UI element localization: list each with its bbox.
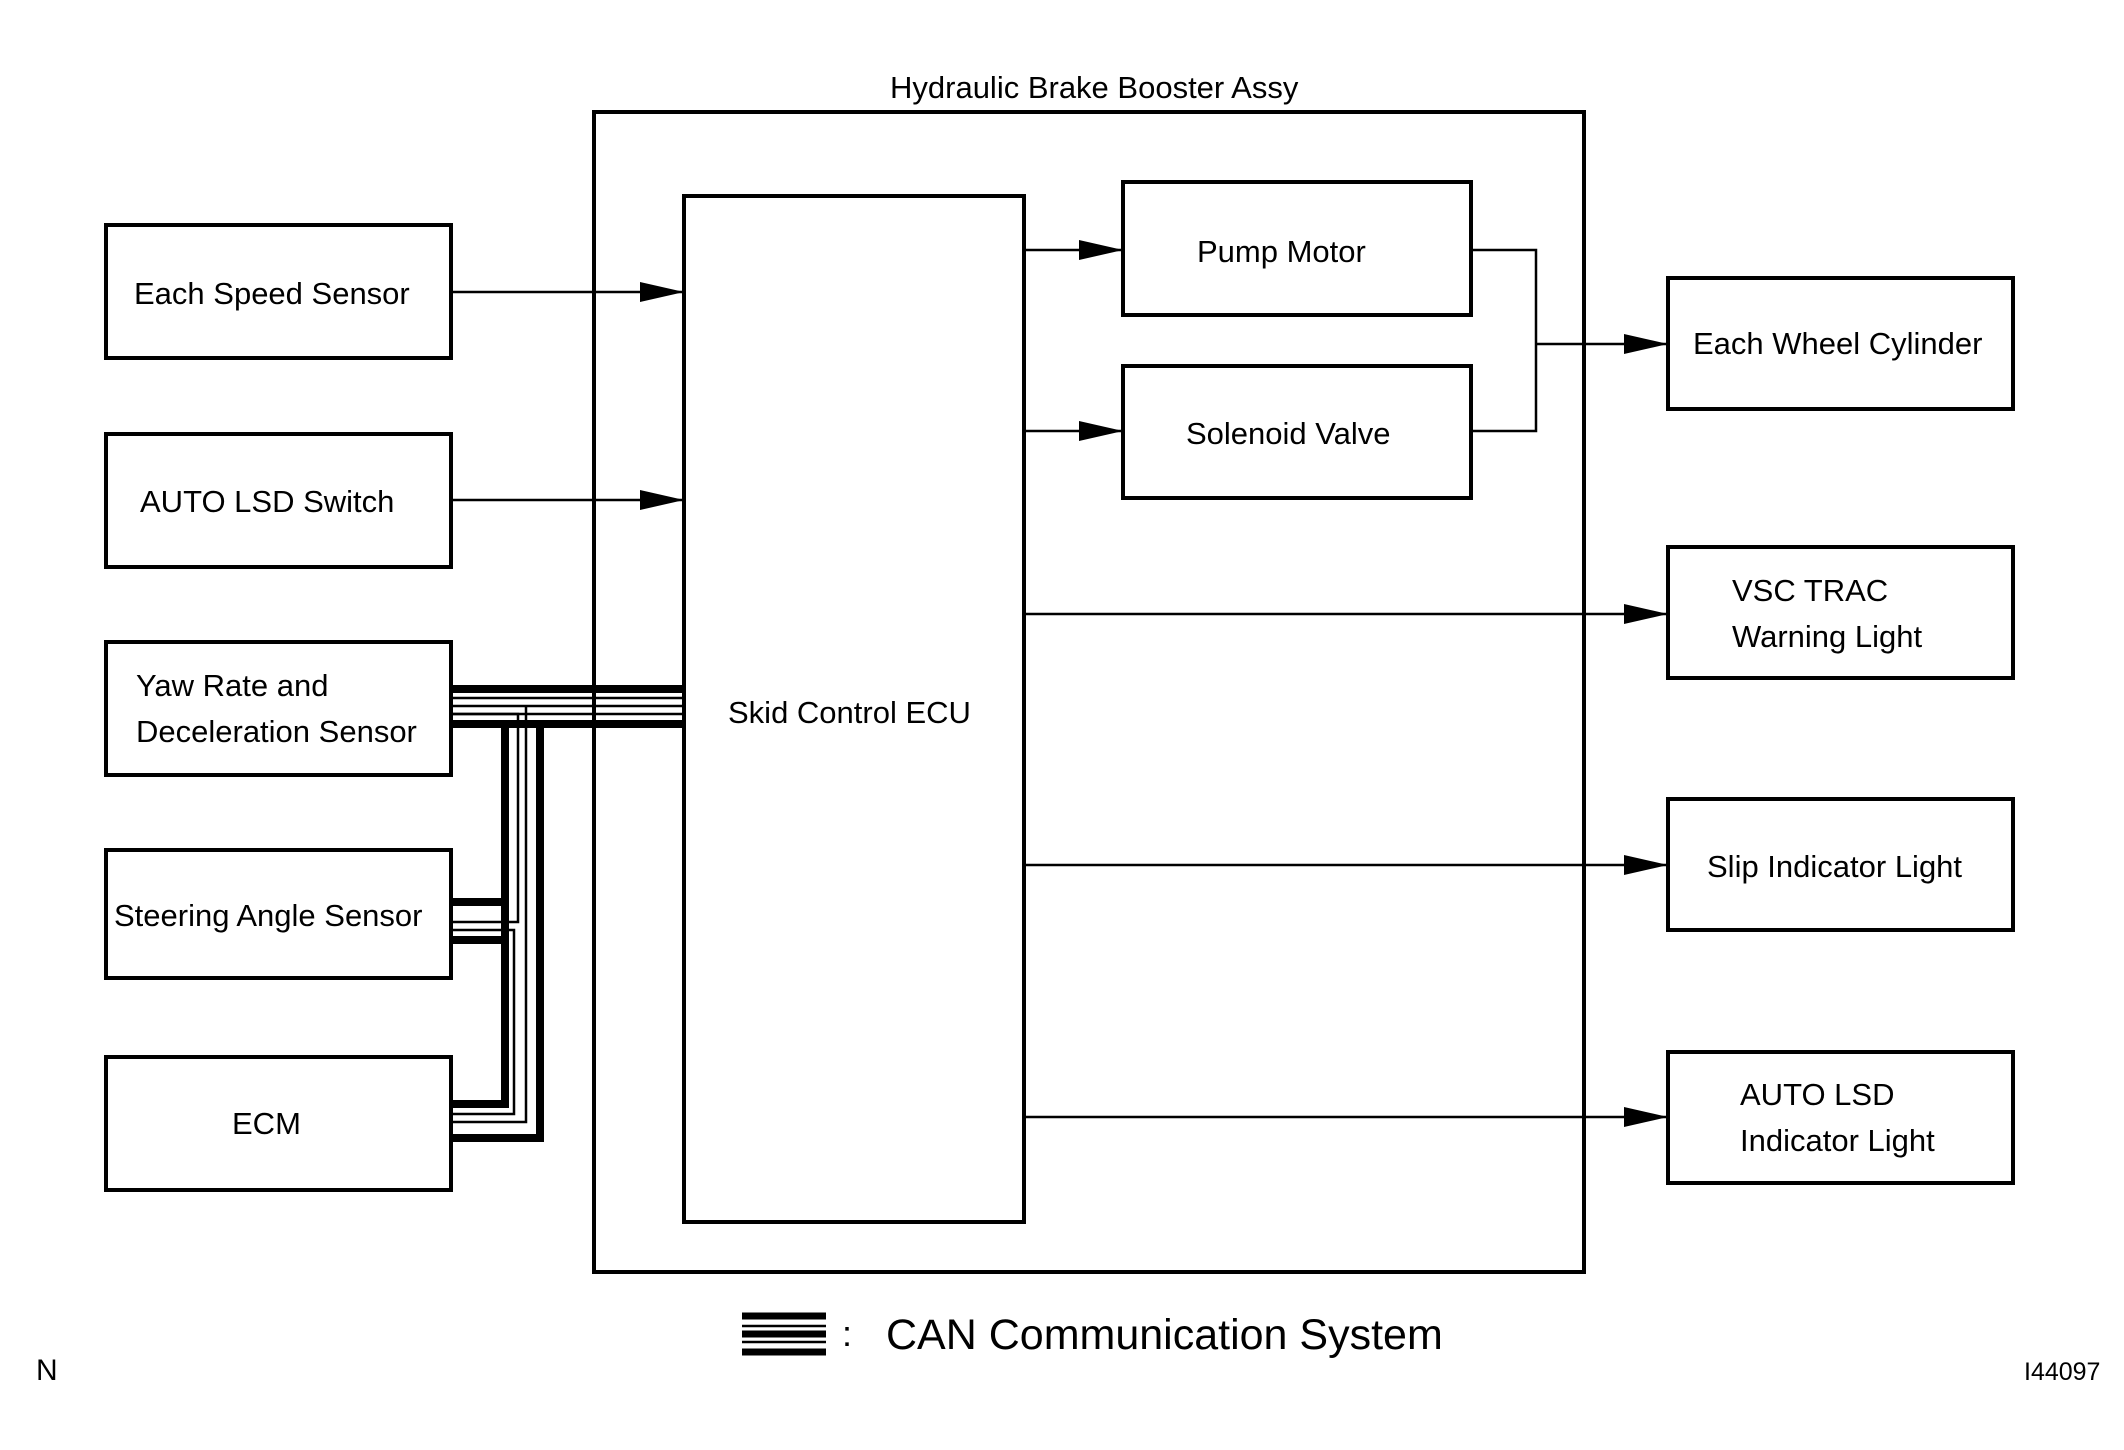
- auto-lsd-indicator-light-label: AUTO LSD Indicator Light: [1740, 1072, 1935, 1164]
- corner-mark-left: N: [36, 1354, 58, 1387]
- yaw-rate-sensor-line-2: Deceleration Sensor: [136, 714, 417, 749]
- steering-angle-sensor-label: Steering Angle Sensor: [114, 898, 423, 933]
- auto-lsd-switch-label: AUTO LSD Switch: [140, 484, 395, 519]
- vsc-trac-line-2: Warning Light: [1732, 619, 1923, 654]
- can-legend-symbol: [742, 1312, 826, 1356]
- pump-motor-label: Pump Motor: [1197, 234, 1366, 269]
- vsc-trac-warning-light-label: VSC TRAC Warning Light: [1732, 568, 1922, 660]
- steering-angle-sensor-box: [104, 848, 453, 980]
- legend-colon: :: [842, 1313, 853, 1354]
- vsc-trac-line-1: VSC TRAC: [1732, 573, 1889, 608]
- ecm-box: [104, 1055, 453, 1192]
- slip-indicator-light-label: Slip Indicator Light: [1707, 849, 1963, 884]
- skid-control-ecu-label: Skid Control ECU: [728, 695, 971, 730]
- hydraulic-brake-booster-assy-frame: [592, 110, 1586, 1274]
- auto-lsd-indicator-line-2: Indicator Light: [1740, 1123, 1935, 1158]
- can-bus-lines: [451, 685, 684, 1142]
- yaw-rate-sensor-box: [104, 640, 453, 777]
- skid-control-ecu-box: [682, 194, 1026, 1224]
- auto-lsd-indicator-line-1: AUTO LSD: [1740, 1077, 1895, 1112]
- pump-motor-box: [1121, 180, 1473, 317]
- each-speed-sensor-label: Each Speed Sensor: [134, 276, 410, 311]
- yaw-rate-sensor-label: Yaw Rate and Deceleration Sensor: [136, 663, 417, 755]
- vsc-trac-warning-light-box: [1666, 545, 2015, 680]
- ecm-label: ECM: [232, 1106, 301, 1141]
- assembly-title: Hydraulic Brake Booster Assy: [890, 70, 1299, 105]
- figure-id: I44097: [2024, 1358, 2101, 1386]
- pump-solenoid-merge-line: [1471, 248, 1538, 433]
- yaw-rate-sensor-line-1: Yaw Rate and: [136, 668, 329, 703]
- each-wheel-cylinder-label: Each Wheel Cylinder: [1693, 326, 1983, 361]
- legend-text: CAN Communication System: [886, 1311, 1443, 1359]
- solenoid-valve-label: Solenoid Valve: [1186, 416, 1391, 451]
